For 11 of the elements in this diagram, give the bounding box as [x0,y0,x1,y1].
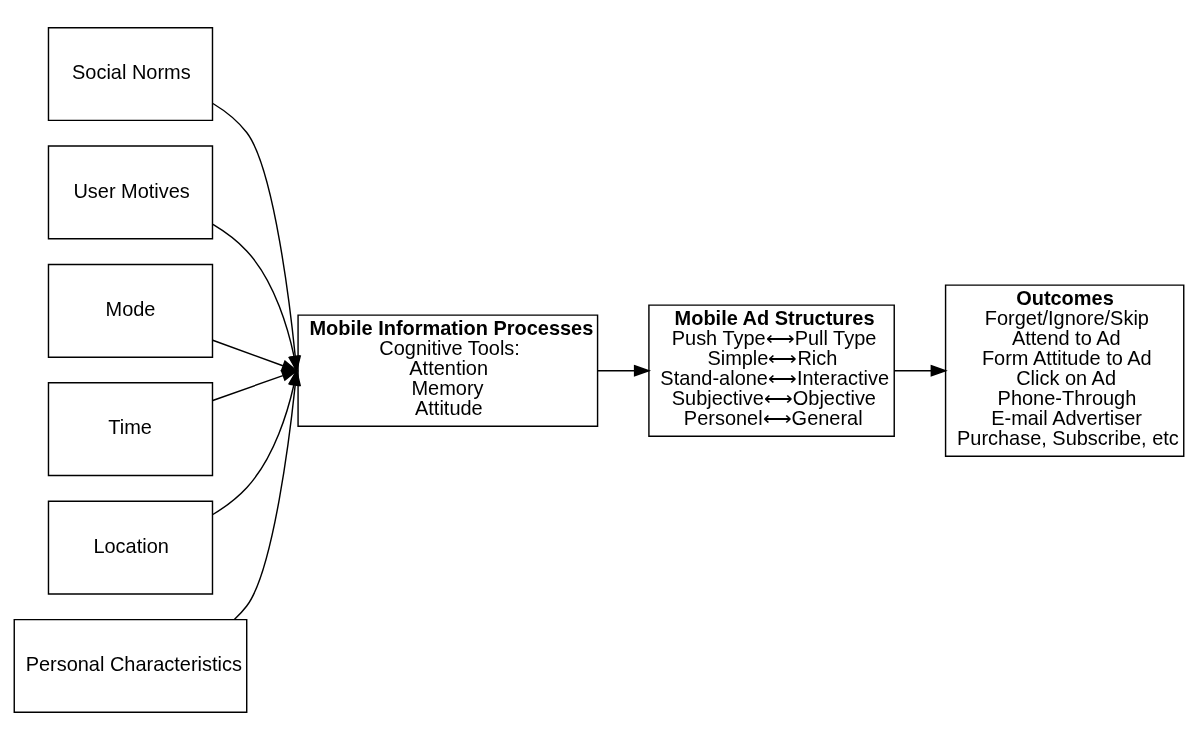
node-box: Mode [47,263,214,358]
node-box: Social Norms [47,27,214,122]
node-box: Personal Characteristics [13,618,248,713]
arrow [893,364,948,377]
node-box: Mobile Information Processes Cognitive Tools: Attention Memory Attitude [297,314,599,428]
arrow [597,364,652,377]
node-box: Location [47,500,214,595]
node-box: User Motives [47,145,214,240]
node-box: Outcomes Forget/Ignore/Skip Attend to Ad Form Attitude to Ad Click on Ad Phone-Through E-mail Advertiser Purchase, Subscribe, etc [944,284,1185,457]
node-box: Time [47,382,214,477]
node-box: Mobile Ad Structures Push Type⟷Pull Type Simple⟷Rich Stand-alone⟷Interactive Subjective⟷Objective Personel⟷General [648,304,895,438]
